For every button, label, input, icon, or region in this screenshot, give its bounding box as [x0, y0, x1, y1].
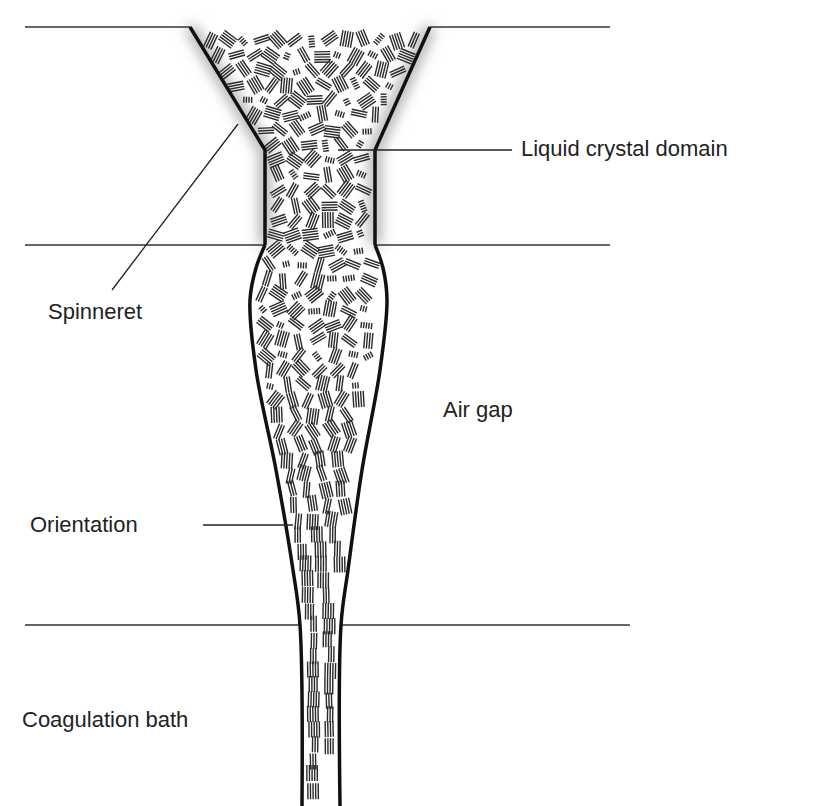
domain-label: Liquid crystal domain	[521, 137, 728, 161]
level-line	[25, 624, 300, 626]
leader-line	[203, 524, 293, 525]
leader-line	[112, 124, 238, 290]
leader-line	[338, 149, 512, 150]
liquid-crystal-domains	[204, 29, 420, 799]
level-line	[430, 26, 610, 28]
spinneret-wall	[190, 27, 265, 245]
part-label: Spinneret	[48, 300, 142, 324]
filament-outline	[339, 245, 387, 806]
spinneret-wall	[375, 27, 430, 245]
process-label: Orientation	[30, 513, 138, 537]
level-line	[341, 624, 630, 626]
level-line	[25, 26, 190, 28]
zone-label: Coagulation bath	[22, 708, 188, 732]
spinneret-shadow	[190, 27, 265, 245]
zone-label: Air gap	[443, 398, 513, 422]
level-line	[375, 244, 610, 246]
spinneret-shadow	[375, 27, 430, 245]
